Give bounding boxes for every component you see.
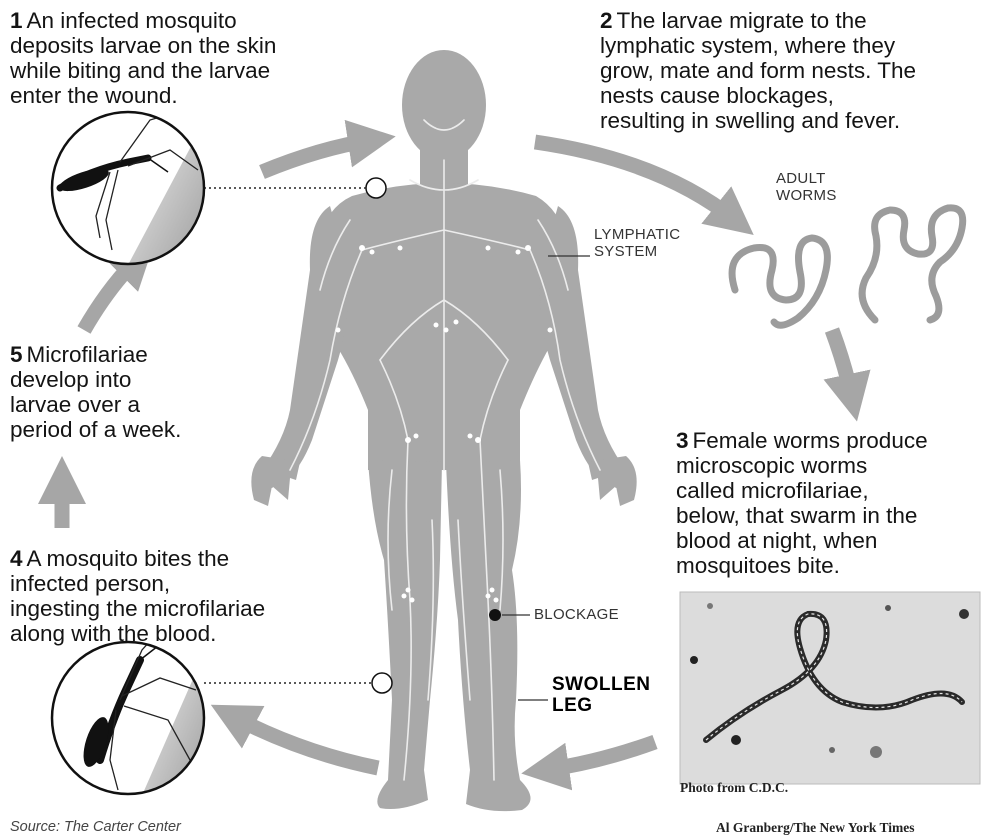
step-4-line-1: A mosquito bites the — [27, 546, 230, 571]
photo-credit: Photo from C.D.C. — [680, 780, 788, 796]
swollen-leg-label-line-2: LEG — [552, 695, 651, 716]
bite-site-knee — [372, 673, 392, 693]
step-5-line-4: period of a week. — [10, 417, 181, 442]
microfilaria-photo — [680, 592, 980, 784]
lymphatic-label-line-1: LYMPHATIC — [594, 226, 680, 243]
step-3-line-2: microscopic worms — [676, 453, 928, 478]
step-3-number: 3 — [676, 428, 689, 453]
arrow-2-to-worms — [535, 142, 735, 220]
step-3-line-4: below, that swarm in the — [676, 503, 928, 528]
step-4-line-4: along with the blood. — [10, 621, 265, 646]
step-4-line-2: infected person, — [10, 571, 265, 596]
bite-site-shoulder — [366, 178, 386, 198]
step-5-line-3: larvae over a — [10, 392, 181, 417]
arrow-3-to-legs — [545, 742, 655, 770]
arrow-1-to-2 — [262, 140, 372, 172]
step-1-line-4: enter the wound. — [10, 83, 276, 108]
arrow-5-to-1 — [84, 258, 138, 330]
adult-worms-label-line-1: ADULT — [776, 170, 837, 187]
arrow-worms-to-3 — [832, 330, 852, 398]
step-2-number: 2 — [600, 8, 613, 33]
step-3-line-5: blood at night, when — [676, 528, 928, 553]
step-3-line-6: mosquitoes bite. — [676, 553, 928, 578]
step-2-line-5: resulting in swelling and fever. — [600, 108, 916, 133]
step-5-number: 5 — [10, 342, 23, 367]
swollen-leg-label-line-1: SWOLLEN — [552, 674, 651, 695]
adult-worms-label-line-2: WORMS — [776, 187, 837, 204]
mosquito-magnifier-top — [52, 108, 205, 280]
lymphatic-system-label: LYMPHATIC SYSTEM — [594, 226, 680, 260]
step-2-line-1: The larvae migrate to the — [617, 8, 867, 33]
arrow-legs-to-4 — [232, 716, 378, 768]
step-3-line-3: called microfilariae, — [676, 478, 928, 503]
step-5-line-2: develop into — [10, 367, 181, 392]
byline-credit: Al Granberg/The New York Times — [716, 820, 915, 836]
step-3-line-1: Female worms produce — [693, 428, 928, 453]
step-5-line-1: Microfilariae — [27, 342, 148, 367]
step-2-line-2: lymphatic system, where they — [600, 33, 916, 58]
source-credit: Source: The Carter Center — [10, 819, 181, 835]
step-4-number: 4 — [10, 546, 23, 571]
step-2-line-4: nests cause blockages, — [600, 83, 916, 108]
swollen-leg-label: SWOLLEN LEG — [552, 674, 651, 716]
lymphatic-label-line-2: SYSTEM — [594, 243, 680, 260]
step-1-number: 1 — [10, 8, 23, 33]
step-1-line-1: An infected mosquito — [27, 8, 237, 33]
step-1-line-2: deposits larvae on the skin — [10, 33, 276, 58]
adult-worms — [732, 208, 963, 325]
adult-worms-label: ADULT WORMS — [776, 170, 837, 204]
mosquito-magnifier-bottom — [52, 630, 210, 800]
step-2-line-3: grow, mate and form nests. The — [600, 58, 916, 83]
step-4-line-3: ingesting the microfilariae — [10, 596, 265, 621]
step-1-line-3: while biting and the larvae — [10, 58, 276, 83]
blockage-label: BLOCKAGE — [534, 606, 619, 623]
